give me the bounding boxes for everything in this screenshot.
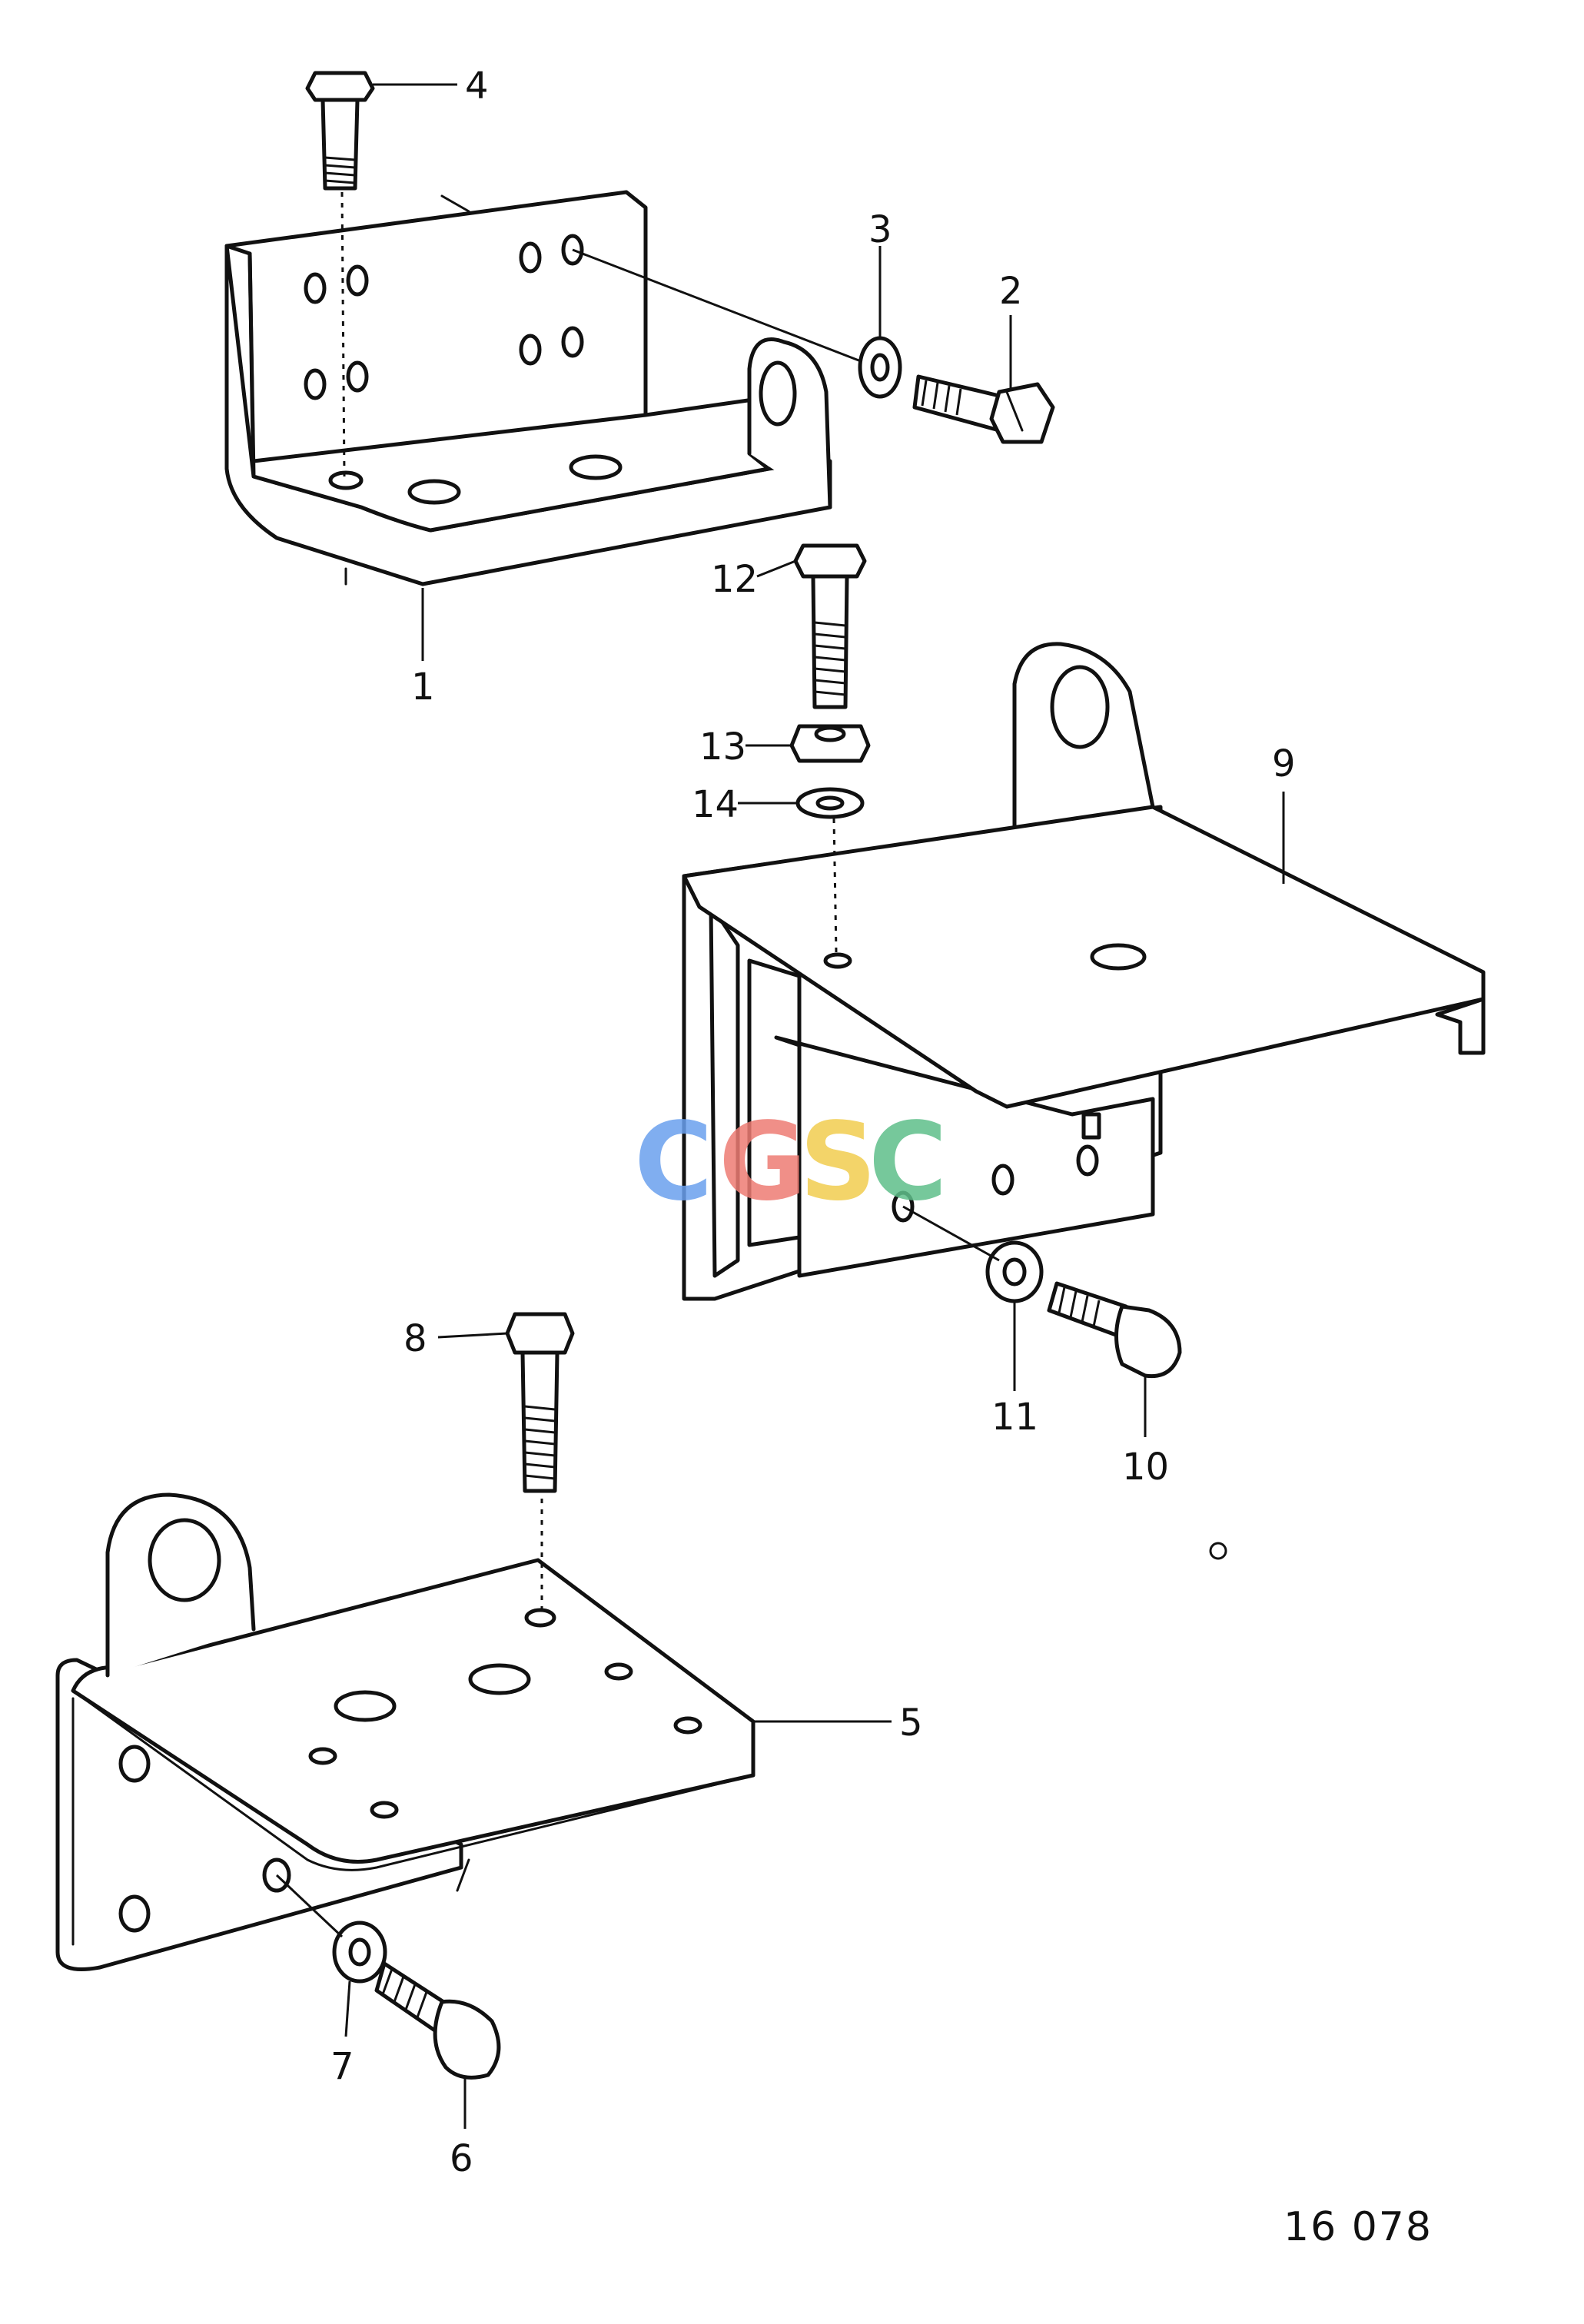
axis-line-6	[275, 1874, 344, 1938]
bolt-8	[505, 1312, 575, 1493]
callout-11: 11	[991, 1396, 1038, 1439]
callout-5: 5	[899, 1702, 923, 1745]
axis-line-12	[832, 818, 838, 954]
callout-4: 4	[465, 65, 489, 108]
washer-3	[858, 336, 902, 399]
callout-3: 3	[868, 208, 892, 251]
axis-line-2	[572, 248, 862, 363]
callout-1: 1	[411, 666, 435, 709]
callout-14: 14	[692, 783, 739, 826]
axis-line-10	[902, 1205, 1000, 1262]
bolt-12	[793, 543, 867, 709]
callout-13: 13	[699, 725, 746, 769]
bracket-9	[682, 642, 1486, 1301]
callout-9: 9	[1272, 742, 1296, 785]
washer-11	[985, 1240, 1044, 1303]
callout-2: 2	[999, 270, 1023, 313]
stray-mark	[1209, 1542, 1227, 1560]
bolt-10	[1047, 1281, 1182, 1379]
bracket-5	[55, 1492, 755, 1971]
leader-lines	[344, 83, 1285, 2129]
callout-10: 10	[1122, 1446, 1169, 1489]
watermark: C G S C	[634, 1100, 948, 1225]
callout-12: 12	[711, 558, 758, 601]
watermark-letter-g: G	[719, 1100, 807, 1225]
bolt-4	[305, 71, 375, 477]
drawing-number: 16 078	[1283, 2204, 1433, 2250]
nut-13	[789, 724, 871, 763]
watermark-letter-c1: C	[634, 1100, 713, 1225]
callout-7: 7	[330, 2045, 354, 2088]
washer-14	[795, 787, 865, 819]
bracket-1	[224, 190, 832, 586]
callout-8: 8	[403, 1317, 427, 1360]
washer-7	[332, 1921, 387, 1984]
callout-6: 6	[450, 2137, 473, 2180]
watermark-letter-c2: C	[868, 1100, 948, 1225]
watermark-letter-s: S	[799, 1100, 877, 1225]
bolt-2	[912, 374, 1055, 444]
bolt-6	[374, 1961, 501, 2080]
